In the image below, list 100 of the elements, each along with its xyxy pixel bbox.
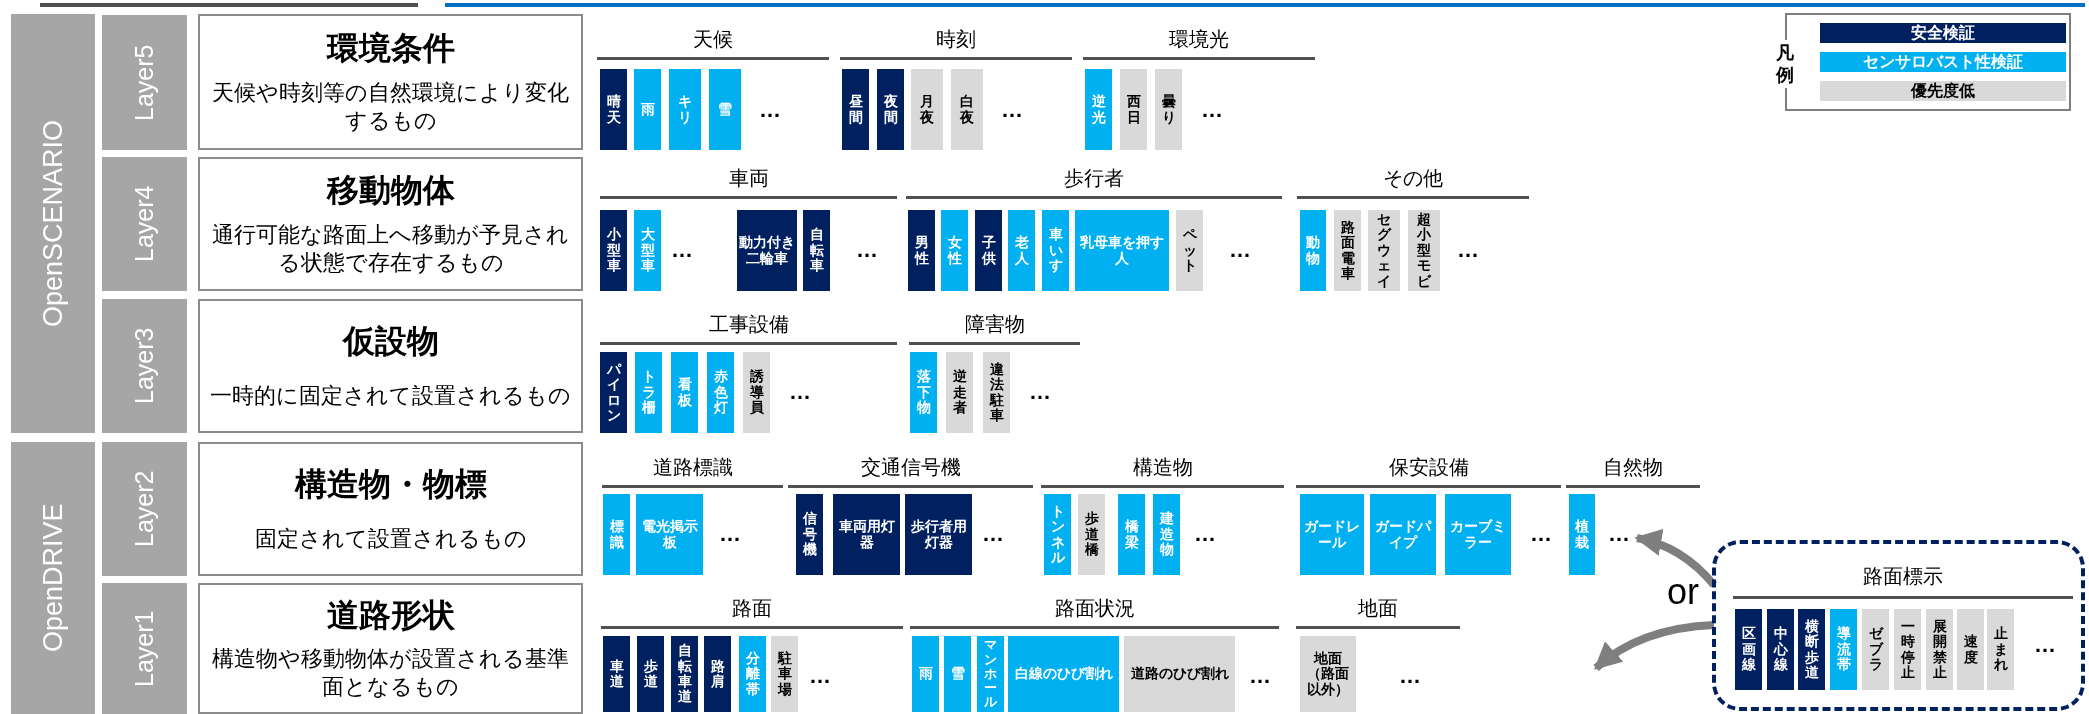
- category-tile: 導流帯: [1830, 609, 1857, 690]
- category-heading: 歩行者: [906, 164, 1282, 199]
- ellipsis-text: …: [808, 662, 832, 690]
- category-heading: 環境光: [1083, 25, 1315, 60]
- category-heading: 保安設備: [1296, 453, 1561, 488]
- layer-title: 道路形状: [326, 596, 455, 634]
- category-tile: 雨: [634, 69, 661, 150]
- category-tile: 分離帯: [739, 636, 766, 712]
- category-tile: 止まれ: [1987, 609, 2014, 690]
- category-heading: 障害物: [909, 310, 1080, 345]
- category-tile: トラ柵: [635, 352, 662, 433]
- layer-label: Layer3: [102, 299, 187, 433]
- ellipsis-text: …: [758, 96, 782, 124]
- category-tile: 車いす: [1042, 210, 1069, 291]
- category-tile: 電光掲示板: [636, 494, 703, 575]
- category-tile: 白夜: [951, 69, 983, 150]
- layer-description: 構造物や移動物体が設置される基準面となるもの: [211, 645, 570, 701]
- layer-description: 固定されて設置されるもの: [254, 524, 527, 553]
- ellipsis-text: …: [1456, 236, 1480, 264]
- category-heading: 車両: [600, 164, 897, 199]
- category-heading: 地面: [1296, 594, 1460, 629]
- category-tile: 落下物: [910, 352, 937, 433]
- category-heading: 工事設備: [600, 310, 897, 345]
- category-tile: 植栽: [1569, 494, 1595, 575]
- category-tile: パイロン: [600, 352, 627, 433]
- ellipsis-text: …: [2033, 631, 2057, 659]
- category-tile: 動力付き二輪車: [737, 210, 797, 291]
- category-tile: 動物: [1300, 210, 1326, 291]
- category-tile: 横断歩道: [1798, 609, 1825, 690]
- category-tile: 車両用灯器: [833, 494, 900, 575]
- category-tile: ゼブラ: [1862, 609, 1889, 690]
- category-heading: 時刻: [840, 25, 1072, 60]
- category-tile: 看板: [671, 352, 698, 433]
- category-tile: 歩道橋: [1078, 494, 1105, 575]
- category-tile: 道路のひび割れ: [1124, 636, 1235, 712]
- category-tile: 大型車: [634, 210, 661, 291]
- category-tile: ペット: [1176, 210, 1203, 291]
- ellipsis-text: …: [1028, 378, 1052, 406]
- category-tile: 自転車: [803, 210, 830, 291]
- layer-description: 天候や時刻等の自然環境により変化するもの: [211, 79, 570, 136]
- category-tile: 逆光: [1085, 69, 1112, 150]
- standard-band: OpenDRIVE: [11, 442, 95, 714]
- legend-entry: 優先度低: [1820, 81, 2066, 101]
- category-tile: 雪: [944, 636, 971, 712]
- layer-label: Layer5: [102, 15, 187, 150]
- ellipsis-text: …: [1248, 662, 1272, 690]
- legend-entry: センサロバスト性検証: [1820, 52, 2066, 72]
- category-tile: 晴天: [600, 69, 627, 150]
- ellipsis-text: …: [670, 236, 694, 264]
- layer-title: 仮設物: [342, 322, 439, 361]
- category-tile: 違法駐車: [983, 352, 1010, 433]
- layer-label: Layer4: [102, 157, 187, 291]
- category-tile: 老人: [1008, 210, 1035, 291]
- ellipsis-text: …: [1398, 662, 1422, 690]
- ellipsis-text: …: [1193, 520, 1217, 548]
- category-tile: 路面電車: [1334, 210, 1361, 291]
- category-heading: 構造物: [1041, 453, 1284, 488]
- category-tile: 超小型モビ: [1408, 210, 1440, 291]
- ellipsis-text: …: [1200, 96, 1224, 124]
- category-tile: ガードレール: [1300, 494, 1364, 575]
- category-tile: 月夜: [911, 69, 943, 150]
- category-tile: 歩道: [637, 636, 664, 712]
- category-tile: 夜間: [877, 69, 904, 150]
- category-heading: 自然物: [1566, 453, 1700, 488]
- category-tile: 車道: [603, 636, 630, 712]
- category-tile: 子供: [975, 210, 1002, 291]
- category-heading: 路面: [601, 594, 903, 629]
- layer-title: 環境条件: [326, 28, 455, 67]
- category-heading: 路面状況: [910, 594, 1279, 629]
- category-tile: 昼間: [842, 69, 869, 150]
- category-tile: 女性: [941, 210, 968, 291]
- layer-box: [198, 14, 583, 150]
- layer-description: 一時的に固定されて設置されるもの: [210, 381, 571, 410]
- layer-label: Layer1: [102, 583, 187, 714]
- category-tile: 乳母車を押す人: [1075, 210, 1169, 291]
- category-tile: 速度: [1957, 609, 1984, 690]
- category-tile: 建造物: [1153, 494, 1180, 575]
- category-tile: 曇り: [1155, 69, 1182, 150]
- layer-title: 構造物・物標: [294, 465, 487, 504]
- ellipsis-text: …: [981, 520, 1005, 548]
- category-tile: 歩行者用灯器: [905, 494, 972, 575]
- category-tile: トンネル: [1044, 494, 1071, 575]
- group-heading: 路面標示: [1733, 561, 2073, 599]
- category-tile: 駐車場: [771, 636, 798, 712]
- category-tile: 自転車道: [671, 636, 698, 712]
- ellipsis-text: …: [1529, 520, 1553, 548]
- layer-box: [198, 299, 583, 433]
- ellipsis-text: …: [1228, 236, 1252, 264]
- ellipsis-text: …: [718, 520, 742, 548]
- category-tile: 一時停止: [1894, 609, 1921, 690]
- category-heading: 道路標識: [602, 453, 783, 488]
- category-tile: カーブミラー: [1445, 494, 1511, 575]
- ellipsis-text: …: [1603, 520, 1635, 548]
- category-tile: 雨: [912, 636, 939, 712]
- category-tile: 逆走者: [946, 352, 973, 433]
- legend-title: 凡例: [1774, 40, 1796, 88]
- layer-label: Layer2: [102, 442, 187, 576]
- layer-title: 移動物体: [326, 171, 455, 209]
- category-heading: 交通信号機: [788, 453, 1033, 488]
- category-heading: 天候: [597, 25, 829, 60]
